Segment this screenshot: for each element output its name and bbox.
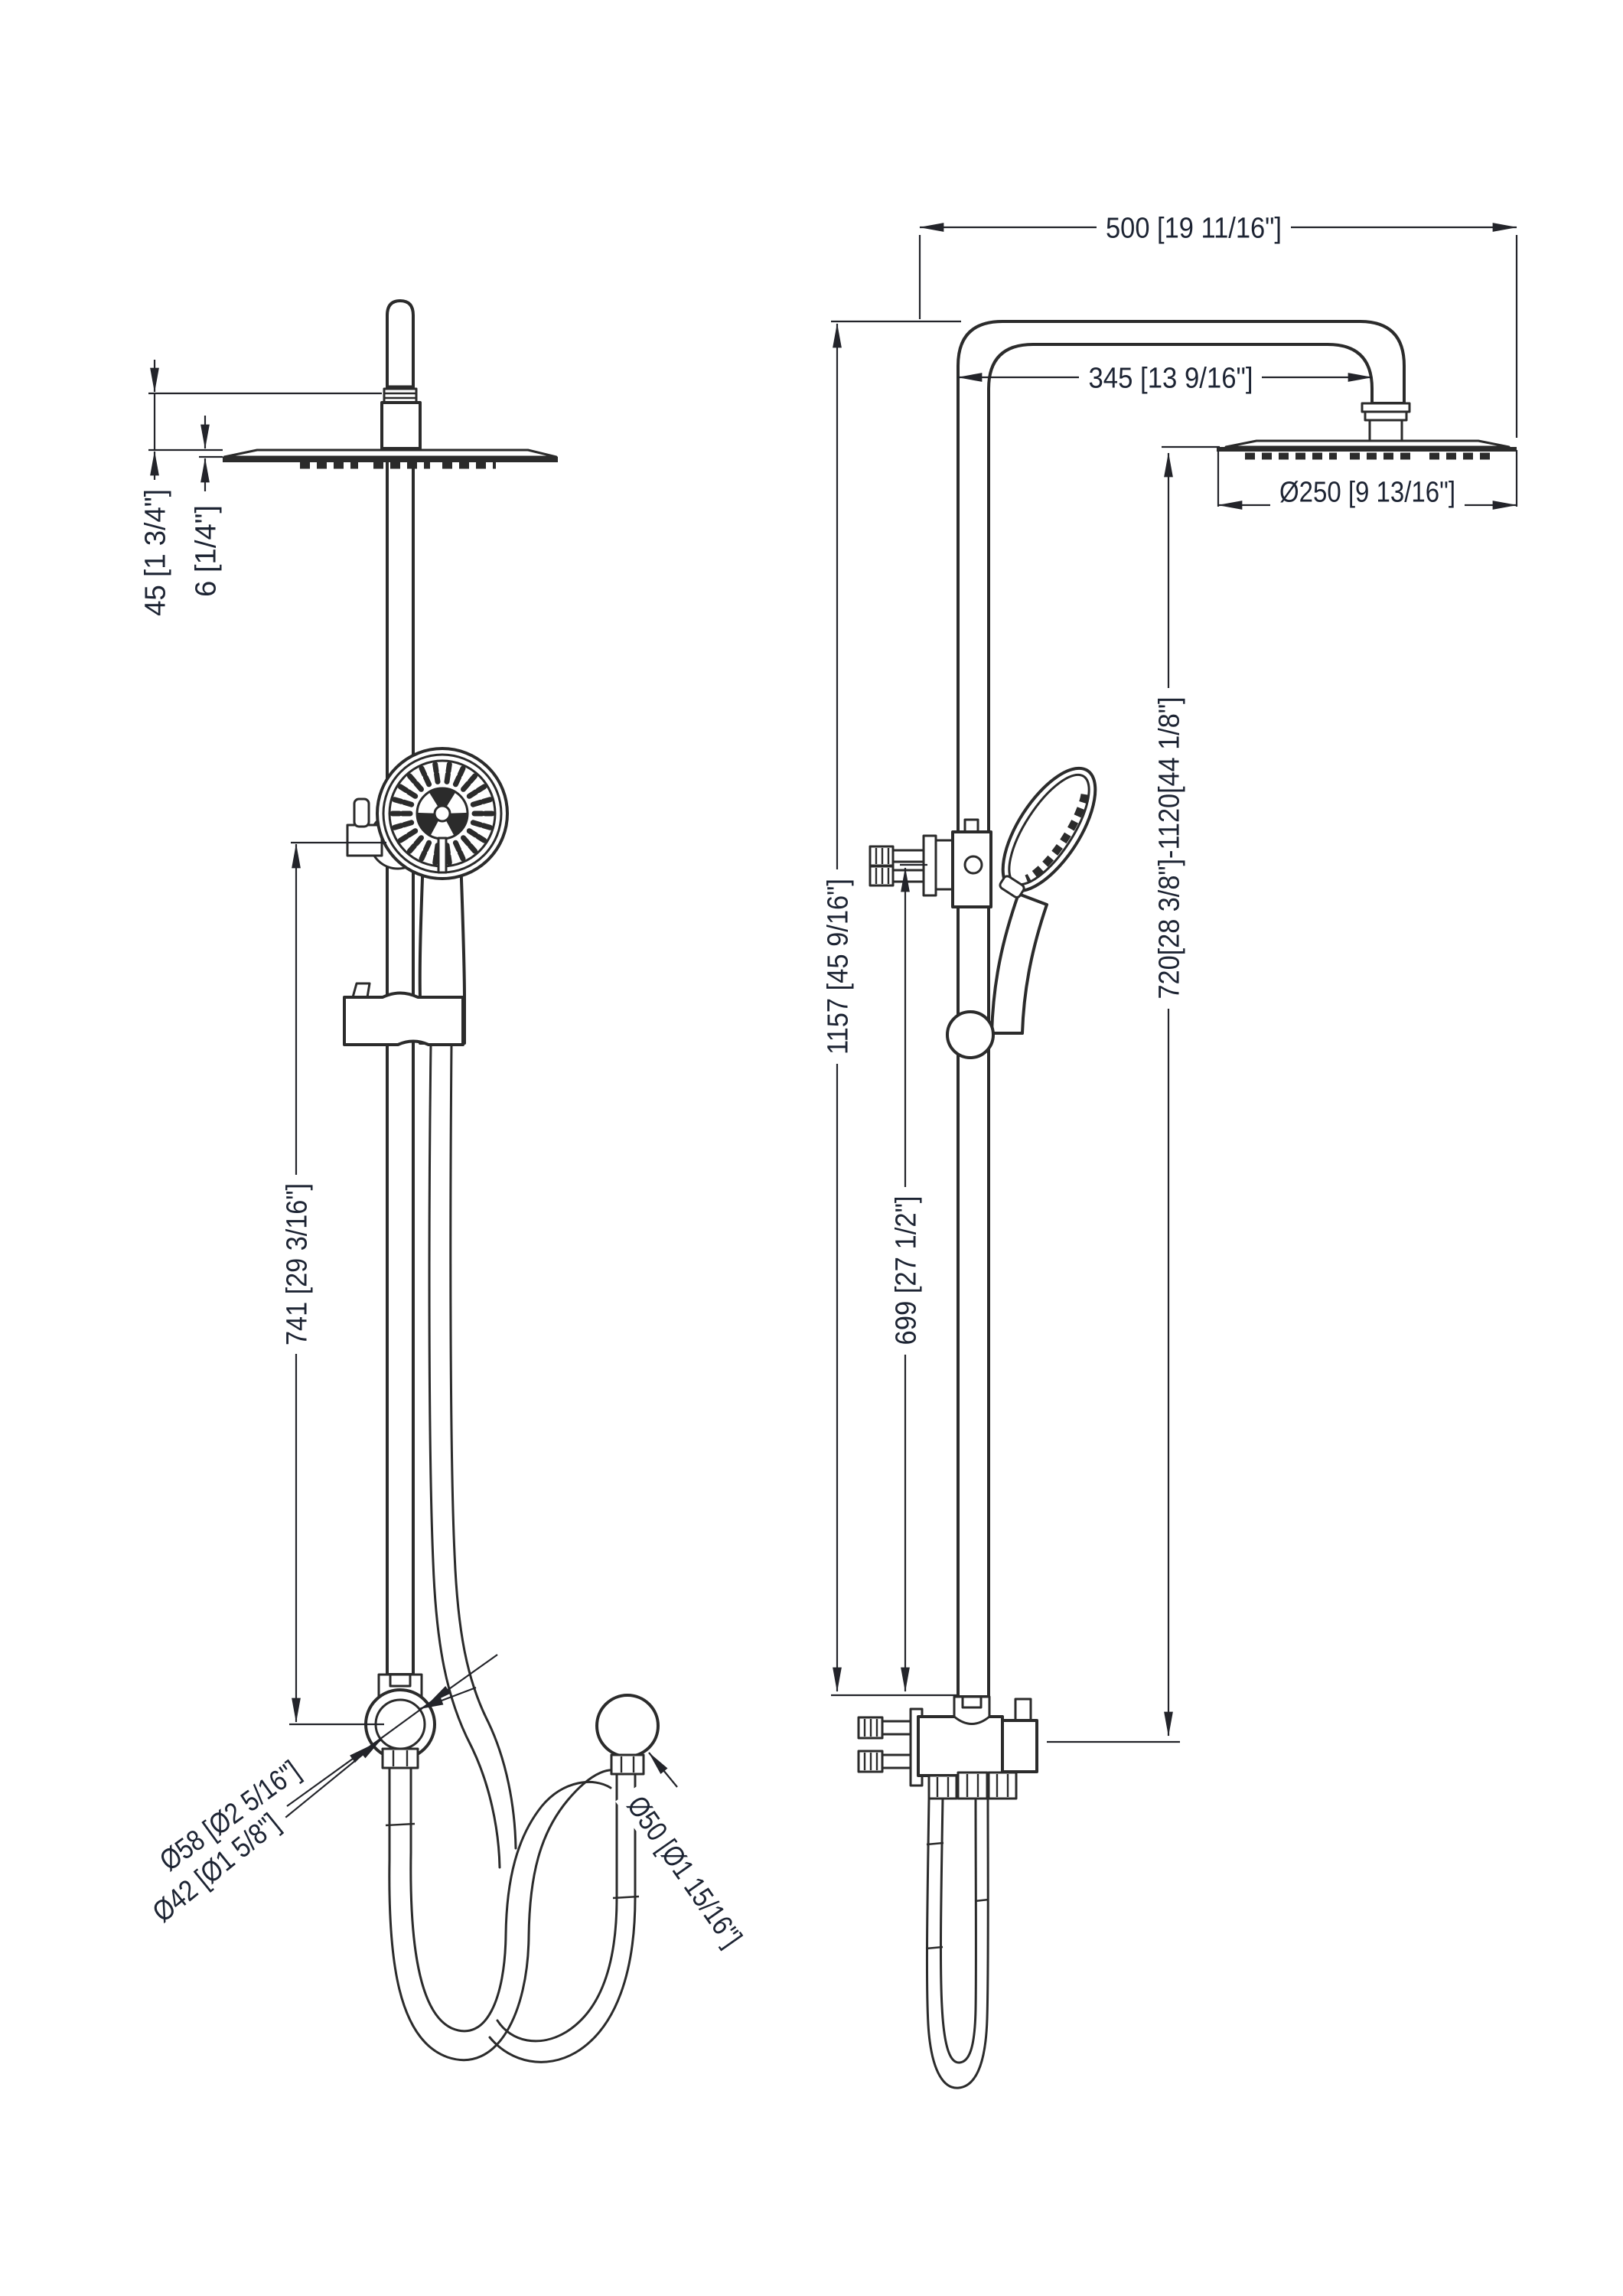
- diverter-valve-front[interactable]: [364, 1673, 436, 1769]
- hand-shower-inlet-cap: [999, 875, 1025, 899]
- dim-head-height: 45 [1 3/4"]: [138, 360, 382, 625]
- diverter-hose-nut[interactable]: [381, 1747, 419, 1769]
- hand-shower-pin: [437, 837, 448, 874]
- dim-label-overall-width: 500 [19 11/16"]: [1106, 212, 1282, 244]
- dim-label-slide-bar-length: 741 [29 3/16"]: [281, 1183, 313, 1345]
- hand-shower-handle-side: [990, 892, 1048, 1035]
- hand-shower-side: [999, 766, 1097, 899]
- hand-shower-front: [376, 747, 509, 880]
- dim-label-head-plate-thickness: 6 [1/4"]: [190, 505, 222, 597]
- dim-label-arm-projection: 345 [13 9/16"]: [1089, 362, 1253, 394]
- bracket-release-tab[interactable]: [351, 982, 371, 999]
- hose-connector-front[interactable]: [595, 1694, 660, 1900]
- dim-head-plate-thickness: 6 [1/4"]: [188, 416, 223, 606]
- arm-connector-ring: [383, 387, 418, 404]
- rain-shower-head-side: [1217, 439, 1517, 460]
- side-view: 500 [19 11/16"] 345 [13 9/16"] Ø250 [9 1…: [820, 210, 1518, 2089]
- arm-connector-block: [380, 401, 422, 450]
- dim-overall-width: 500 [19 11/16"]: [918, 210, 1518, 438]
- slider-lock-knob[interactable]: [946, 1010, 995, 1059]
- dim-label-head-diameter: Ø250 [9 13/16"]: [1279, 476, 1455, 508]
- outlet-stub: [1014, 1698, 1032, 1722]
- hose-outlet-box: [1001, 1719, 1038, 1773]
- slide-bracket-front[interactable]: [343, 982, 464, 1046]
- head-connector-side: [1361, 402, 1411, 443]
- hose-nuts: [927, 1771, 1018, 1800]
- bar-diverter-base: [346, 823, 383, 857]
- diverter-valve-body-side[interactable]: [917, 1715, 1004, 1777]
- supply-assembly-side: [857, 1695, 1038, 2089]
- dim-overall-height: 1157 [45 9/16"]: [820, 320, 961, 1692]
- spray-nozzle-ring: [389, 762, 495, 866]
- dim-arm-projection: 345 [13 9/16"]: [957, 360, 1373, 394]
- dim-label-hose-connector: Ø50 [Ø1 15/16"]: [621, 1790, 748, 1952]
- bar-diverter-lever[interactable]: [353, 797, 370, 828]
- dim-label-bracket-height: 699 [27 1/2"]: [890, 1196, 922, 1345]
- front-view: 45 [1 3/4"] 6 [1/4"] 741 [29 3/16"]: [138, 299, 754, 2063]
- dim-bracket-height: 699 [27 1/2"]: [831, 863, 957, 1697]
- dim-label-adjustable-range: 720[28 3/8"]-1120[44 1/8"]: [1153, 697, 1185, 1000]
- holder-knob[interactable]: [963, 855, 983, 875]
- dim-adjustable-range: 720[28 3/8"]-1120[44 1/8"]: [1047, 445, 1220, 1743]
- dim-head-diameter: Ø250 [9 13/16"]: [1217, 450, 1518, 510]
- hand-shower-holder-side[interactable]: [951, 818, 992, 908]
- shower-hose-loop-front: [385, 1766, 637, 2063]
- dim-label-overall-height: 1157 [45 9/16"]: [822, 879, 854, 1055]
- dim-slide-bar-length: 741 [29 3/16"]: [279, 841, 386, 1726]
- hose-loop-side: [925, 1797, 989, 2089]
- hand-shower-hose-front: [428, 1043, 517, 1869]
- dim-label-head-height: 45 [1 3/4"]: [139, 489, 171, 616]
- rain-shower-head-front: [223, 448, 558, 469]
- dim-diverter-outer: Ø58 [Ø2 5/16"]: [145, 1654, 498, 1883]
- riser-pipe-front: [386, 299, 415, 1676]
